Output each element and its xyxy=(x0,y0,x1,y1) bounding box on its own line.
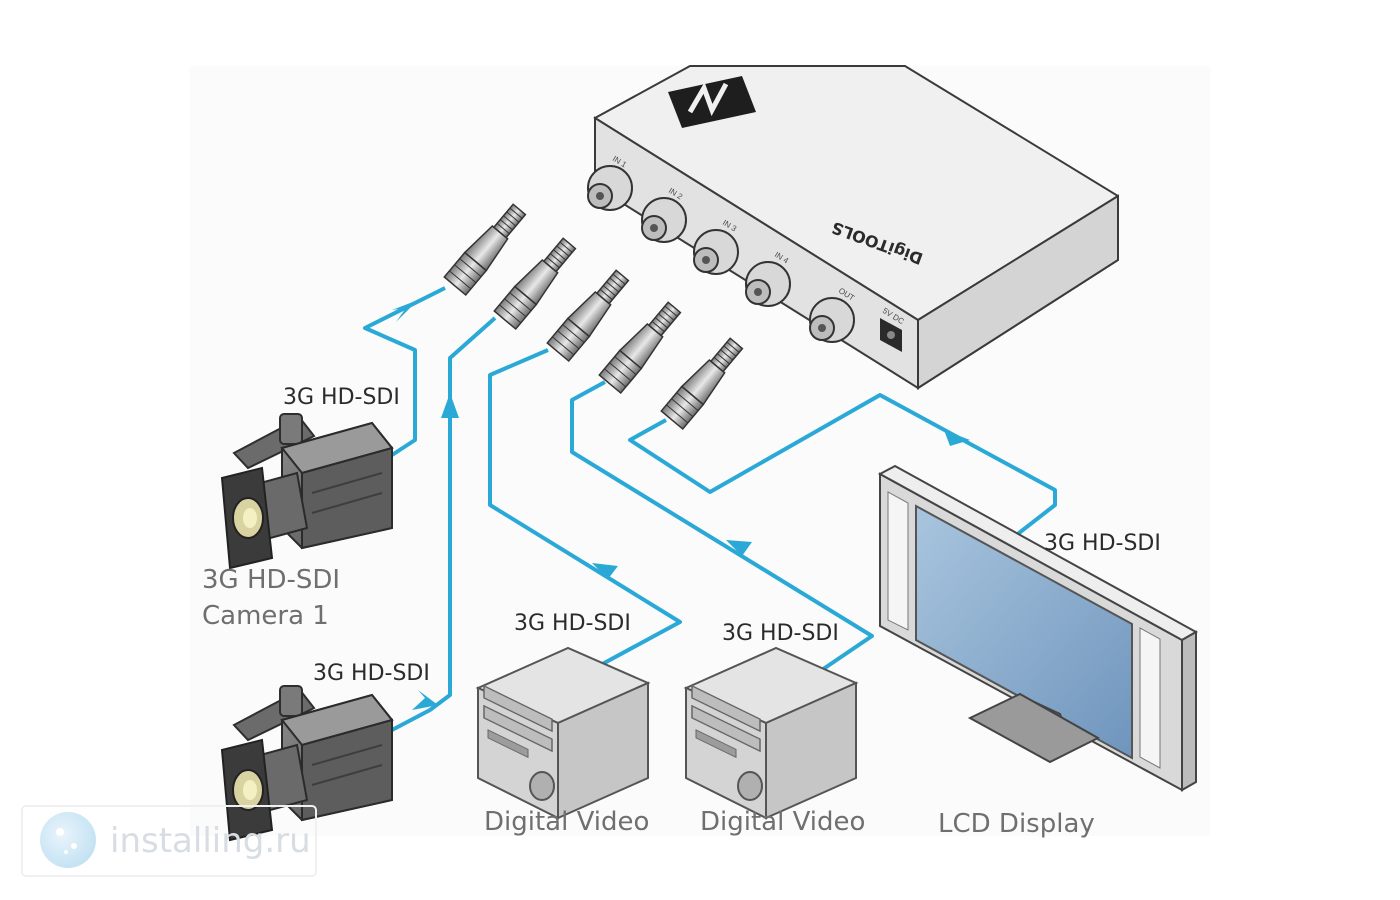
arrow-camera2 xyxy=(412,690,438,710)
bnc-jack-out xyxy=(809,297,855,343)
bnc-jack-in2 xyxy=(641,197,687,243)
cable-label-recorder1: 3G HD-SDI xyxy=(514,611,631,636)
cable-recorder2 xyxy=(570,380,874,680)
bnc-jack-in3 xyxy=(693,229,739,275)
arrow-camera1 xyxy=(392,300,418,322)
kramer-logo-icon xyxy=(668,76,756,128)
arrow-recorder1 xyxy=(592,563,618,579)
cable-camera2 xyxy=(391,316,497,732)
cable-display xyxy=(628,393,1057,542)
power-socket-icon xyxy=(880,318,902,352)
cable-recorder1 xyxy=(488,348,682,670)
arrow-recorder2 xyxy=(726,540,752,556)
cable-arrows xyxy=(392,300,970,710)
watermark: installing.ru xyxy=(21,805,317,877)
recorder1-caption: Digital Video xyxy=(484,807,649,837)
arrow-display xyxy=(944,430,970,446)
cable-label-camera1: 3G HD-SDI xyxy=(283,385,400,410)
planet-logo-icon xyxy=(40,812,96,868)
cable-label-display: 3G HD-SDI xyxy=(1044,531,1161,556)
arrow-camera2-up xyxy=(441,393,459,418)
recorder2-caption: Digital Video xyxy=(700,807,865,837)
cable-label-recorder2: 3G HD-SDI xyxy=(722,621,839,646)
lcd-display xyxy=(877,464,1199,792)
bnc-jack-in4 xyxy=(745,261,791,307)
digitools-switcher: DigiTOOLS IN 1 IN 2 IN 3 IN 4 OUT 5V DC xyxy=(587,65,1119,390)
watermark-text: installing.ru xyxy=(110,821,311,861)
bnc-jack-in1 xyxy=(587,165,633,211)
cable-label-camera2: 3G HD-SDI xyxy=(313,661,430,686)
cable-camera1 xyxy=(363,286,446,457)
lcd-screen xyxy=(915,504,1133,760)
cable-group xyxy=(363,286,1057,732)
camera1-caption-line1: 3G HD-SDI xyxy=(202,565,340,595)
camera1-caption-line2: Camera 1 xyxy=(202,601,329,631)
display-caption: LCD Display xyxy=(938,809,1095,839)
